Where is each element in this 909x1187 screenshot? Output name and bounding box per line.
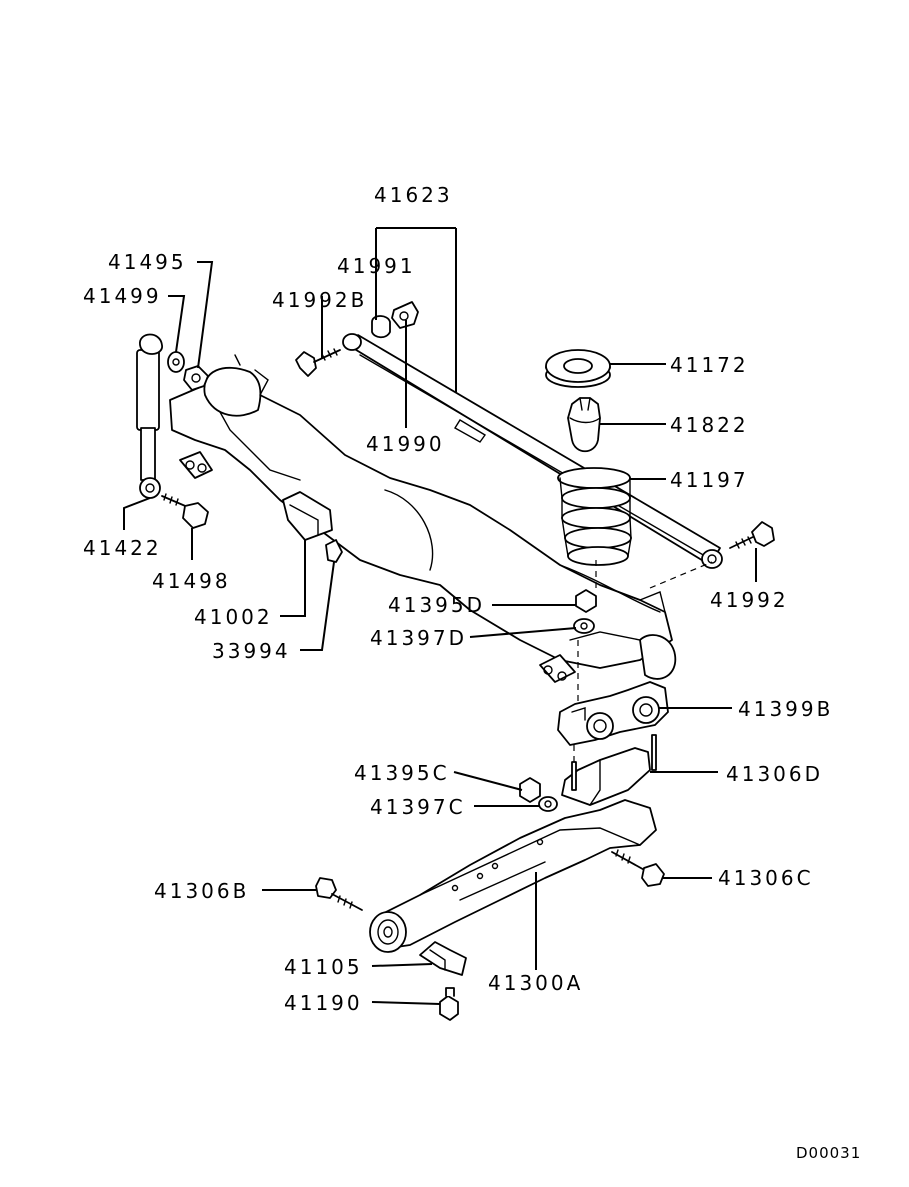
callout-41992: 41992: [710, 588, 789, 612]
trailing-arm-front-bolt: [315, 877, 363, 911]
trailing-arm: [369, 799, 657, 953]
callout-41397c: 41397C: [370, 795, 466, 819]
callout-41422: 41422: [83, 536, 162, 560]
callout-41306b: 41306B: [154, 879, 249, 903]
shock-bush: [183, 365, 209, 391]
shock-washer: [167, 351, 185, 373]
axle-right-end: [639, 634, 677, 680]
lateral-rod-bolt-right: [729, 521, 775, 549]
shock-lower-bolt: [161, 493, 209, 529]
callout-41623: 41623: [374, 183, 453, 207]
trailing-arm-rear-bolt: [611, 849, 665, 887]
callout-33994: 33994: [212, 639, 291, 663]
axle-center-housing: [203, 367, 262, 417]
callout-41990: 41990: [366, 432, 445, 456]
callout-41197: 41197: [670, 468, 749, 492]
lateral-rod-bolt-left: [295, 348, 341, 377]
leader-lines: [123, 227, 757, 1005]
callout-41300a: 41300A: [488, 971, 583, 995]
callout-41002: 41002: [194, 605, 273, 629]
bleeder-fitting: [325, 539, 343, 563]
upper-washer: [573, 618, 595, 634]
trailing-arm-bracket: [561, 734, 657, 806]
lateral-rod-bush-small: [371, 315, 391, 339]
upper-nut: [575, 589, 597, 613]
callout-41105: 41105: [284, 955, 363, 979]
callout-41991: 41991: [337, 254, 416, 278]
parts-drawing: [136, 301, 775, 1021]
callout-41399b: 41399B: [738, 697, 833, 721]
spring-seat: [545, 349, 611, 388]
coil-spring: [557, 467, 632, 566]
bracket: [282, 491, 333, 541]
callout-41397d: 41397D: [370, 626, 467, 650]
callout-41306d: 41306D: [726, 762, 823, 786]
callout-41172: 41172: [670, 353, 749, 377]
axle-beam: [169, 384, 673, 669]
shock-absorber: [136, 333, 163, 499]
callout-41499: 41499: [83, 284, 162, 308]
grease-fitting: [439, 987, 459, 1021]
lower-nut: [519, 777, 541, 803]
trailing-arm-bush-assembly: [557, 681, 669, 746]
callout-41306c: 41306C: [718, 866, 814, 890]
bump-stopper: [567, 397, 601, 453]
callout-41395c: 41395C: [354, 761, 450, 785]
callout-41992b: 41992B: [272, 288, 367, 312]
lateral-rod-bush-large: [391, 301, 419, 329]
callout-41190: 41190: [284, 991, 363, 1015]
diagram-code: D00031: [796, 1144, 861, 1162]
callout-41495: 41495: [108, 250, 187, 274]
callout-labels: 41623 41495 41499 41991 41992B 41990 411…: [83, 183, 833, 1015]
lower-washer: [538, 796, 558, 812]
callout-41822: 41822: [670, 413, 749, 437]
callout-41498: 41498: [152, 569, 231, 593]
callout-41395d: 41395D: [388, 593, 485, 617]
